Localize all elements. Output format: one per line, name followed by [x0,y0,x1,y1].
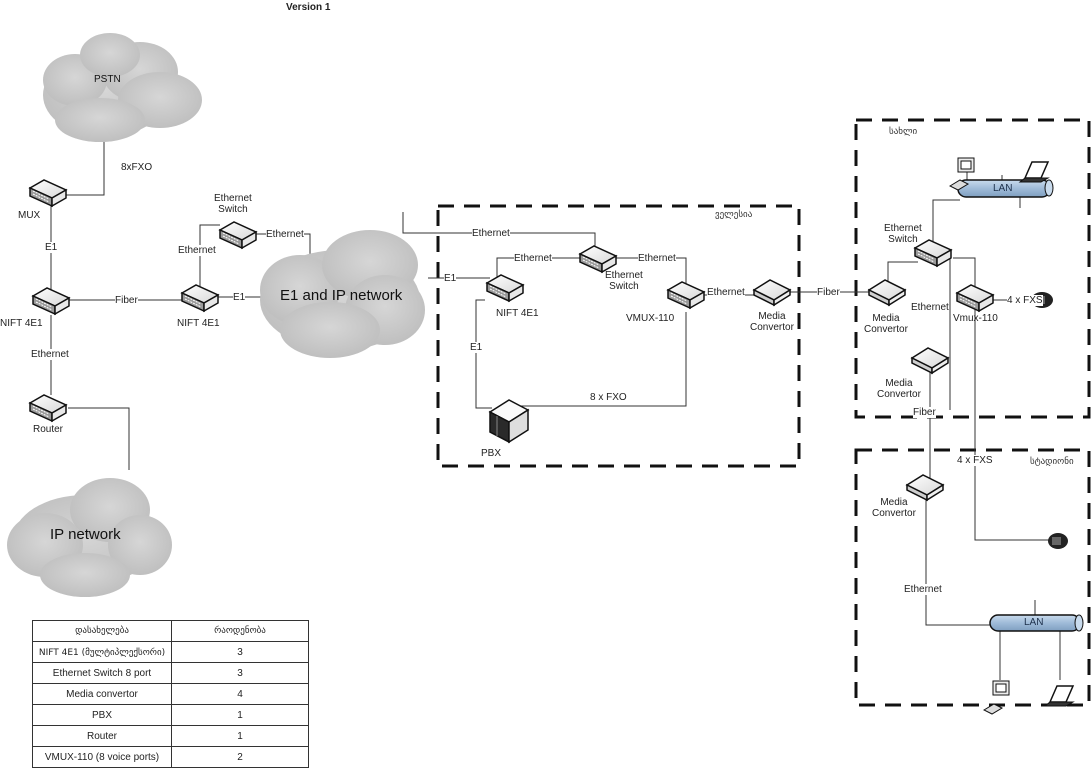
link-nift-mid-e1-label: E1 [233,292,246,303]
nift-left-icon [32,287,70,315]
mux-label: MUX [18,210,41,221]
pbx-label: PBX [481,448,502,459]
lan-zone3-bus [989,614,1084,632]
link-cloud-zone1-e1-label: E1 [444,273,457,284]
table-cell-qty: 3 [171,641,309,663]
link-zone3-fxs-label: 4 x FXS [957,455,993,466]
nift-zone1-label: NIFT 4E1 [496,308,539,319]
media-convertor-zone2a-label: Media Convertor [864,313,908,335]
link-nift-mid-switch-label: Ethernet [178,245,216,256]
ip-network-label: IP network [50,526,121,543]
link-pstn-mux-label: 8xFXO [121,162,153,173]
table-cell-name: Media convertor [32,683,172,705]
link-pbx-vmux-label: 8 x FXO [590,392,627,403]
table-cell-qty: 1 [171,725,309,747]
desktop-computer-zone3-icon [982,680,1010,715]
link-cloud-zone1-ethernet-label: Ethernet [472,228,510,239]
link-nift-fiber-label: Fiber [115,295,138,306]
vmux-zone1-icon [667,281,705,309]
zone-1-label: ველესია [715,210,753,220]
desktop-computer-zone2-icon [948,157,975,191]
equipment-table: დასახელება რაოდენობა NIFT 4E1 (მულტიპლექ… [32,620,309,768]
table-cell-qty: 4 [171,683,309,705]
media-convertor-zone2b-label: Media Convertor [877,378,921,400]
diagram-title: Version 1 [286,2,331,13]
ethernet-switch-zone1-label: Ethernet Switch [605,270,643,292]
table-row: NIFT 4E1 (მულტიპლექსორი) 3 [32,641,309,663]
nift-mid-label: NIFT 4E1 [177,318,220,329]
nift-mid-icon [181,284,219,312]
zone-2-boundary [854,118,1091,419]
table-cell-name: Ethernet Switch 8 port [32,662,172,684]
ethernet-switch-zone1-icon [579,245,617,273]
pbx-icon [488,399,530,444]
laptop-zone3-icon [1043,685,1075,707]
ip-network-cloud [7,478,172,597]
lan-zone3-label: LAN [1024,617,1044,628]
media-convertor-zone2b-icon [911,347,949,374]
table-row: Router 1 [32,725,309,747]
table-cell-name: VMUX-110 (8 voice ports) [32,746,172,768]
vmux-zone2-label: Vmux-110 [953,313,998,324]
link-vmux-phone-label: 4 x FXS [1007,295,1043,306]
router-icon [29,394,67,422]
table-row: VMUX-110 (8 voice ports) 2 [32,746,309,768]
mux-icon [29,179,67,207]
media-convertor-zone1-label: Media Convertor [750,311,794,333]
table-row: Ethernet Switch 8 port 3 [32,662,309,684]
lan-zone2-label: LAN [993,183,1013,194]
link-vmux-media-label: Ethernet [707,287,745,298]
media-convertor-zone1-icon [753,279,791,306]
table-cell-qty: 3 [171,662,309,684]
link-zone1-zone2-fiber-label: Fiber [817,287,840,298]
table-cell-name: NIFT 4E1 (მულტიპლექსორი) [32,641,172,663]
link-switch-cloud-label: Ethernet [266,229,304,240]
link-nift-switch-label: Ethernet [514,253,552,264]
ethernet-switch-zone2-label: Ethernet Switch [884,223,922,245]
router-label: Router [33,424,64,435]
laptop-zone2-icon [1018,161,1050,183]
table-cell-name: PBX [32,704,172,726]
link-switch-vmux-label: Ethernet [638,253,676,264]
zone-3-boundary [854,448,1091,707]
table-cell-qty: 1 [171,704,309,726]
media-convertor-zone3-label: Media Convertor [872,497,916,519]
e1-ip-network-cloud [260,230,425,358]
ethernet-switch-left-icon [219,221,257,249]
link-mux-nift-label: E1 [45,242,58,253]
lan-zone2-bus [957,179,1054,198]
ethernet-switch-left-label: Ethernet Switch [214,193,252,215]
zone-2-label: სახლი [889,127,918,137]
table-header-name: დასახელება [32,620,172,642]
table-cell-qty: 2 [171,746,309,768]
telephone-zone3-icon [1048,533,1068,549]
nift-left-label: NIFT 4E1 [0,318,43,329]
table-row: PBX 1 [32,704,309,726]
vmux-zone1-label: VMUX-110 [626,313,675,324]
table-row: Media convertor 4 [32,683,309,705]
pstn-label: PSTN [94,74,121,85]
link-nift-router-label: Ethernet [31,349,69,360]
table-header-row: დასახელება რაოდენობა [32,620,309,642]
media-convertor-zone2a-icon [868,279,906,306]
link-zone3-ethernet-label: Ethernet [904,584,942,595]
pstn-cloud [43,33,202,142]
vmux-zone2-icon [956,284,994,312]
link-nift-pbx-label: E1 [470,342,483,353]
link-zone2-ethernet-label: Ethernet [911,302,949,313]
table-header-quantity: რაოდენობა [171,620,309,642]
zone-3-label: სტადიონი [1030,457,1074,467]
link-zone2-zone3-fiber-label: Fiber [913,407,936,418]
nift-zone1-icon [486,274,524,302]
table-cell-name: Router [32,725,172,747]
e1-ip-network-label: E1 and IP network [280,287,403,304]
